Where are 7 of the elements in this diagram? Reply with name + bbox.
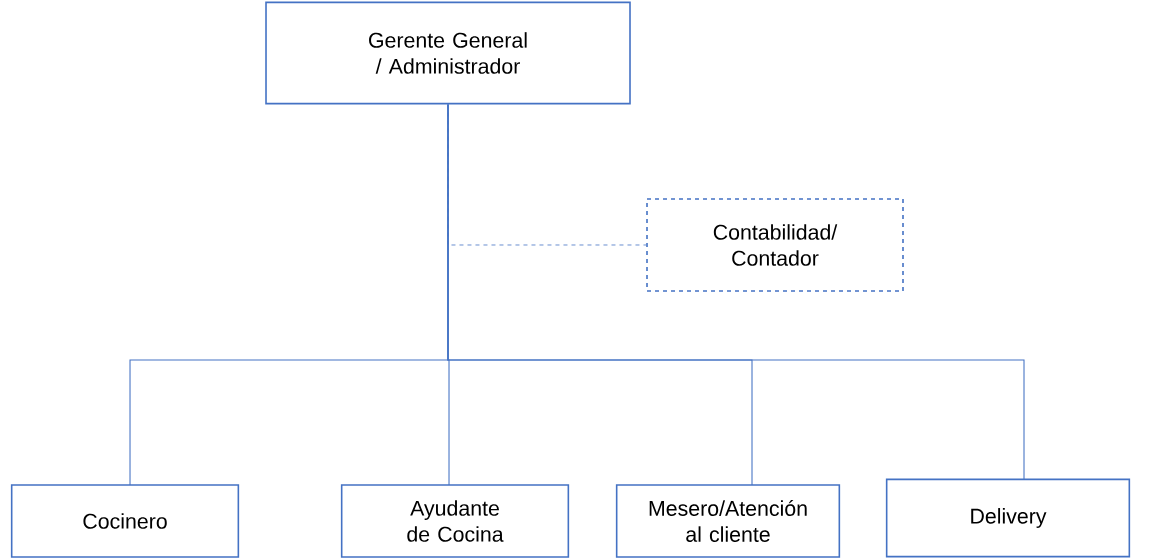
org-box: Ayudante de Cocina [340, 484, 570, 558]
connector-line [447, 103, 1025, 480]
org-box: Cocinero [10, 484, 240, 558]
org-box: Gerente General / Administrador [265, 1, 631, 105]
org-box: Mesero/Atención al cliente [615, 484, 841, 558]
dashed-box: Contabilidad/ Contador [646, 198, 904, 292]
org-box: Delivery [885, 478, 1131, 558]
